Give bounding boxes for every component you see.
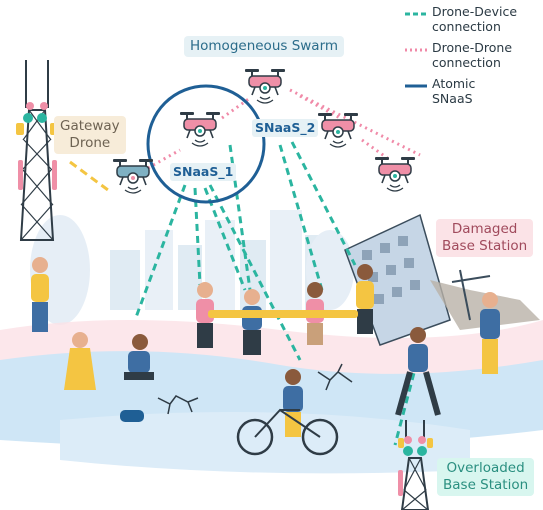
gateway-label-line1: Gateway: [60, 118, 120, 134]
city-skyline: [30, 210, 354, 325]
homogeneous-swarm-label: Homogeneous Swarm: [184, 36, 345, 57]
overloaded-label-line2: Base Station: [443, 476, 529, 493]
gateway-tower: [16, 60, 58, 241]
people: [31, 257, 500, 456]
legend-atomic-line1: Atomic: [432, 76, 476, 91]
gateway-drone-label: Gateway Drone: [54, 116, 126, 154]
atomic-snaas-circle: [146, 84, 266, 204]
solid-line-swatch: [405, 84, 427, 88]
overloaded-tower: [398, 420, 433, 510]
dashed-line-swatch: [405, 12, 427, 16]
legend-atomic-line2: SNaaS: [432, 91, 473, 106]
damaged-label-line1: Damaged: [451, 221, 518, 237]
legend-drone-drone-line1: Drone-Drone: [432, 40, 513, 55]
overloaded-base-station-label: Overloaded Base Station: [437, 458, 535, 496]
drone-icon: [244, 68, 286, 104]
legend-drone-device-line1: Drone-Device: [432, 4, 518, 19]
overloaded-label-line1: Overloaded: [446, 460, 525, 476]
ground-cracks: [157, 363, 353, 415]
damaged-label-line2: Base Station: [442, 237, 528, 254]
drone-icon: [179, 111, 221, 147]
legend-drone-drone-line2: connection: [432, 55, 501, 70]
gateway-label-line2: Drone: [69, 134, 111, 151]
gateway-link: [69, 160, 109, 192]
legend-drone-device-line2: connection: [432, 19, 501, 34]
gateway-drone-icon: [112, 158, 154, 194]
dotted-line-swatch: [405, 48, 427, 52]
snaas-2-label: SNaaS_2: [252, 119, 319, 137]
drone-icon: [374, 156, 416, 192]
damaged-base-station-label: Damaged Base Station: [436, 219, 534, 257]
snaas-1-label: SNaaS_1: [170, 163, 237, 181]
